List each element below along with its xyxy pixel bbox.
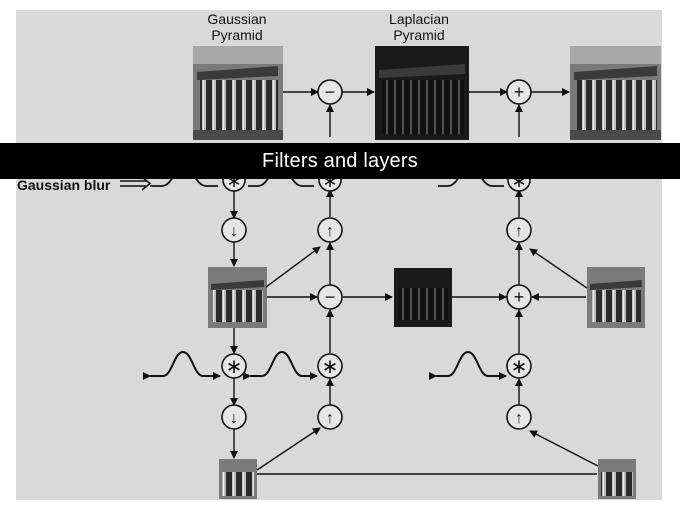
convolve-operator-lap-2: ∗ — [317, 353, 343, 379]
caption-banner: Filters and layers — [0, 143, 680, 179]
reconstructed-level-0-image — [570, 46, 661, 140]
reconstructed-level-1-image — [587, 267, 645, 328]
connection-lines — [230, 88, 599, 475]
reconstructed-level-2-image — [598, 459, 636, 499]
svg-text:+: + — [514, 287, 525, 307]
add-operator-top: + — [506, 79, 532, 105]
upsample-operator-rec-2: ↑ — [506, 404, 532, 430]
subtract-operator-top: − — [317, 79, 343, 105]
svg-text:↓: ↓ — [230, 410, 238, 427]
laplacian-level-1-image — [394, 268, 452, 327]
upsample-operator-lap-2: ↑ — [317, 404, 343, 430]
svg-text:+: + — [514, 82, 525, 102]
gaussian-level-0-image — [193, 46, 283, 140]
svg-text:↓: ↓ — [230, 223, 238, 240]
svg-text:−: − — [325, 82, 336, 102]
convolve-operator-gauss-2: ∗ — [221, 353, 247, 379]
svg-text:↑: ↑ — [326, 410, 334, 427]
gaussian-blur-label: Gaussian blur — [17, 177, 111, 193]
svg-text:↑: ↑ — [326, 223, 334, 240]
gaussian-level-1-image — [208, 267, 267, 328]
laplacian-level-0-image — [375, 46, 469, 140]
upsample-operator-rec-1: ↑ — [506, 217, 532, 243]
svg-text:↑: ↑ — [515, 223, 523, 240]
downsample-operator-2: ↓ — [221, 404, 247, 430]
svg-text:↑: ↑ — [515, 410, 523, 427]
gaussian-pyramid-title-line2: Pyramid — [211, 27, 262, 43]
downsample-operator-1: ↓ — [221, 217, 247, 243]
add-operator-mid: + — [506, 284, 532, 310]
caption-text: Filters and layers — [262, 149, 418, 172]
svg-text:∗: ∗ — [511, 356, 528, 378]
gaussian-level-2-image — [219, 459, 257, 499]
upsample-operator-lap-1: ↑ — [317, 217, 343, 243]
svg-text:∗: ∗ — [226, 356, 243, 378]
gaussian-pyramid-title-line1: Gaussian — [207, 11, 266, 27]
svg-text:−: − — [325, 287, 336, 307]
laplacian-pyramid-title-line2: Pyramid — [393, 27, 444, 43]
laplacian-pyramid-title-line1: Laplacian — [389, 11, 449, 27]
gaussian-filters-row2 — [143, 350, 507, 380]
gaussian-blur-arrow — [120, 176, 152, 191]
subtract-operator-mid: − — [317, 284, 343, 310]
svg-text:∗: ∗ — [322, 356, 339, 378]
convolve-operator-rec-2: ∗ — [506, 353, 532, 379]
